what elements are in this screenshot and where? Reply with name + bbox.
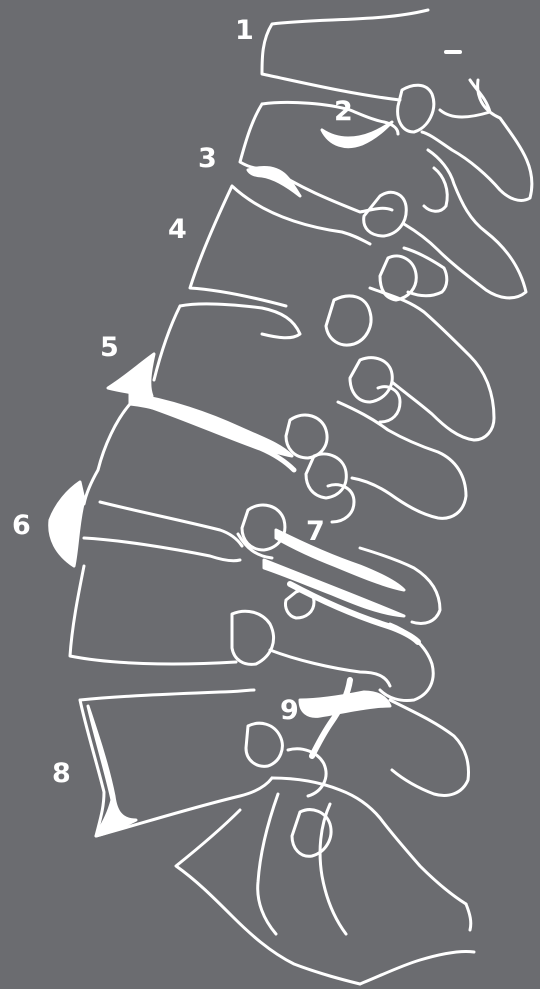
vertebra-5-facet-b xyxy=(306,454,346,498)
vertebra-7-lower xyxy=(270,650,390,686)
vertebra-3-process xyxy=(404,248,447,296)
disc-2 xyxy=(322,122,392,147)
vertebra-4-body xyxy=(154,304,300,380)
facet-sacral xyxy=(292,810,331,857)
label-6: 6 xyxy=(12,512,31,539)
label-3: 3 xyxy=(198,145,217,172)
vertebra-5-process xyxy=(338,402,466,518)
disc-5 xyxy=(130,394,292,456)
vertebra-1-facet xyxy=(398,85,434,132)
label-9: 9 xyxy=(280,697,299,724)
label-7: 7 xyxy=(306,518,325,545)
vertebra-2-process xyxy=(404,150,526,298)
label-1: 1 xyxy=(235,17,254,44)
sacrum-inner xyxy=(258,794,346,934)
vertebra-6-facet xyxy=(242,505,285,550)
label-5: 5 xyxy=(100,334,119,361)
vertebra-8-facet-b xyxy=(288,749,326,796)
label-8: 8 xyxy=(52,760,71,787)
osteophyte-6 xyxy=(50,482,84,566)
vertebra-6-body xyxy=(70,538,240,664)
disc-3 xyxy=(248,168,300,196)
vertebra-4-facet xyxy=(350,358,392,402)
vertebra-5-facet xyxy=(286,415,327,458)
vertebra-2-facet-b xyxy=(424,168,447,211)
sacrum xyxy=(176,778,466,984)
sacrum-lower xyxy=(360,904,474,984)
vertebra-4-upper-facet xyxy=(326,296,371,345)
vertebra-8-process xyxy=(390,700,468,795)
vertebra-1-process xyxy=(422,80,532,200)
vertebra-2-facet xyxy=(364,192,407,236)
label-4: 4 xyxy=(168,216,187,243)
osteophyte-8 xyxy=(88,706,136,836)
vertebra-7-facet xyxy=(285,590,314,618)
vertebra-1-body xyxy=(262,10,428,100)
label-2: 2 xyxy=(334,98,353,125)
disc-9-b xyxy=(312,680,350,756)
disc-5-b xyxy=(150,406,294,470)
vertebra-8-facet xyxy=(246,723,282,766)
vertebra-7-body xyxy=(232,611,274,664)
